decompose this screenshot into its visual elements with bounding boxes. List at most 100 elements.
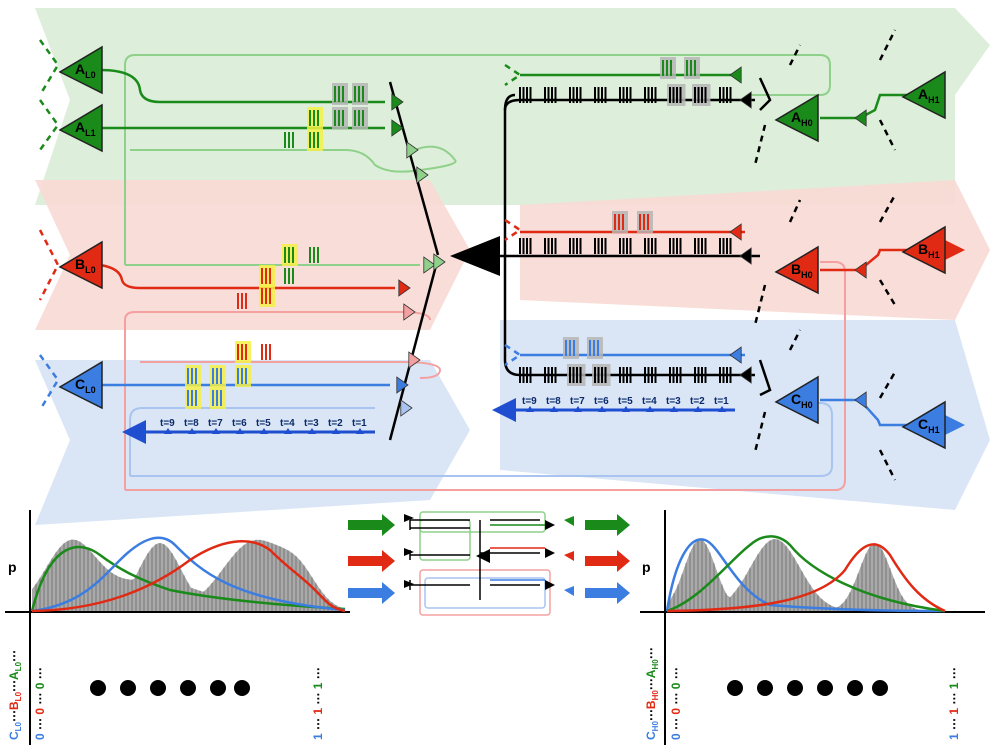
synapse <box>739 247 752 265</box>
neuron-ch1: CH1 <box>901 400 946 450</box>
spike-train <box>669 367 682 383</box>
svg-text:AL0: AL0 <box>75 61 96 80</box>
central-soma <box>450 236 500 276</box>
synapse <box>403 303 416 321</box>
synapse <box>408 351 421 369</box>
plot-right: p <box>640 510 985 745</box>
synapse <box>739 91 752 109</box>
spike-train <box>261 344 271 360</box>
spike-train <box>332 107 348 129</box>
spike-train <box>644 87 657 103</box>
spike-train <box>644 367 657 383</box>
spike-train <box>569 87 582 103</box>
time-label: t=6 <box>594 396 609 407</box>
plot-left-rows: CL0⋯BL0⋯AL0⋯ 0 ⋯ 0 ⋯ 0 ⋯ 1 ⋯ 1 ⋯ 1 ⋯ <box>7 650 325 740</box>
plot-left: p <box>5 510 350 745</box>
plot-right-ylabel: p <box>642 559 651 575</box>
spike-train <box>544 367 557 383</box>
spike-train <box>237 293 247 309</box>
neuron-al0: AL0 <box>58 45 103 95</box>
neuron-al1: AL1 <box>58 103 103 153</box>
svg-text:1 ⋯ 1 ⋯ 1 ⋯: 1 ⋯ 1 ⋯ 1 ⋯ <box>947 667 961 740</box>
spike-train <box>719 87 732 103</box>
spike-train <box>307 107 323 129</box>
spike-train <box>667 84 686 106</box>
green-band <box>35 8 990 205</box>
time-label: t=5 <box>618 396 633 407</box>
synapse <box>854 261 867 279</box>
spike-train <box>352 107 368 129</box>
spike-train <box>210 365 226 387</box>
neuron-ch0: CH0 <box>774 375 819 425</box>
synapse <box>416 166 429 184</box>
spike-train <box>563 337 579 359</box>
synapse <box>854 391 867 409</box>
spike-train <box>692 84 711 106</box>
neuron-bl0: BL0 <box>58 240 103 290</box>
spike-train <box>637 211 653 233</box>
spike-train <box>587 337 603 359</box>
spike-train <box>567 364 586 386</box>
time-label: t=9 <box>522 396 537 407</box>
spike-train <box>259 265 275 287</box>
svg-text:BH1: BH1 <box>918 241 940 260</box>
svg-text:AH0: AH0 <box>791 109 813 128</box>
svg-text:AL1: AL1 <box>75 119 96 138</box>
svg-text:CH0⋯BH0⋯AH0⋯: CH0⋯BH0⋯AH0⋯ <box>644 647 660 740</box>
time-label: t=2 <box>328 418 343 429</box>
spike-train <box>694 367 707 383</box>
spike-train <box>519 87 532 103</box>
spike-train <box>284 132 294 148</box>
svg-text:BH0: BH0 <box>791 261 813 280</box>
red-band <box>35 180 470 330</box>
plot-left-ylabel: p <box>8 559 17 575</box>
time-label: t=3 <box>304 418 319 429</box>
svg-text:AH1: AH1 <box>918 86 940 105</box>
time-label: t=5 <box>256 418 271 429</box>
spike-train <box>282 244 298 266</box>
synapse <box>406 141 419 159</box>
synapse <box>398 279 411 297</box>
mini-schematic <box>348 511 630 616</box>
spike-train <box>519 238 532 254</box>
neuron-cl0: CL0 <box>58 360 103 410</box>
synapse <box>396 376 409 394</box>
spike-train <box>569 238 582 254</box>
neuron-ah0: AH0 <box>774 93 819 143</box>
spike-train <box>259 285 275 307</box>
spike-train <box>235 341 251 363</box>
neuron-bh1: BH1 <box>901 225 946 275</box>
synapse <box>391 93 404 111</box>
spike-train <box>619 367 632 383</box>
dendrites <box>38 29 897 481</box>
background-bands <box>35 8 990 525</box>
spike-train <box>332 83 348 105</box>
time-label: t=7 <box>208 418 223 429</box>
spike-train <box>544 238 557 254</box>
spike-train <box>669 238 682 254</box>
spike-train <box>352 83 368 105</box>
spike-train <box>185 387 201 409</box>
plot-right-rows: CH0⋯BH0⋯AH0⋯ 0 ⋯ 0 ⋯ 0 ⋯ 1 ⋯ 1 ⋯ 1 ⋯ <box>644 647 961 740</box>
time-label: t=6 <box>232 418 247 429</box>
spike-train <box>307 129 323 151</box>
time-label: t=7 <box>570 396 585 407</box>
time-label: t=1 <box>352 418 367 429</box>
synapse <box>391 119 404 137</box>
spike-train <box>719 367 732 383</box>
spike-train <box>594 87 607 103</box>
time-label: t=8 <box>546 396 561 407</box>
spike-train <box>284 268 294 284</box>
spike-train <box>644 238 657 254</box>
svg-text:CH0: CH0 <box>791 391 813 410</box>
spike-train <box>619 238 632 254</box>
time-label: t=1 <box>714 396 729 407</box>
time-label: t=9 <box>160 418 175 429</box>
synapse <box>739 366 752 384</box>
spike-train <box>592 364 611 386</box>
svg-text:BL0: BL0 <box>75 256 96 275</box>
